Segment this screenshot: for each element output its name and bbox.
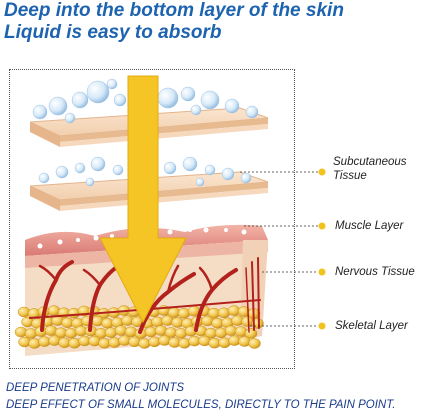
bubble <box>113 93 127 107</box>
bubble <box>37 243 43 249</box>
label-muscle-layer: Muscle Layer <box>335 220 404 232</box>
bubble <box>85 177 95 187</box>
bubble <box>204 164 216 176</box>
bubble <box>167 229 173 235</box>
bubble <box>93 235 99 241</box>
label-skeletal-layer: Skeletal Layer <box>335 320 408 332</box>
bubble <box>157 87 179 109</box>
label-nervous-tissue: Nervous Tissue <box>335 266 415 278</box>
bubble <box>38 172 50 184</box>
leader-lines <box>240 171 318 327</box>
bubble <box>221 167 235 181</box>
bubble <box>188 228 192 232</box>
bubble <box>245 105 259 119</box>
bubble <box>180 86 196 102</box>
bubble <box>190 104 202 116</box>
footer-line-2: DEEP EFFECT OF SMALL MOLECULES, DIRECTLY… <box>6 399 396 411</box>
bubble <box>32 104 48 120</box>
bubble <box>86 80 110 104</box>
bubble <box>71 91 89 109</box>
bubble <box>224 228 228 232</box>
bubble <box>203 227 209 233</box>
bubble <box>112 164 124 176</box>
bubble <box>106 78 118 90</box>
diagram-frame <box>9 69 295 369</box>
bubble <box>110 234 114 238</box>
bubble <box>240 172 252 184</box>
label-subcutaneous-line2: Tissue <box>333 170 367 182</box>
penetration-arrow <box>99 75 187 324</box>
bubble <box>200 90 220 110</box>
bubble <box>163 161 177 175</box>
bubble <box>55 165 69 179</box>
bubble <box>64 112 76 124</box>
bubble <box>57 239 63 245</box>
label-subcutaneous-line1: Subcutaneous <box>333 156 407 168</box>
leader-dots <box>318 168 326 330</box>
bubble <box>224 98 240 114</box>
bubble <box>74 162 86 174</box>
bubble <box>241 229 247 235</box>
headline-line-2: Liquid is easy to absorb <box>4 22 222 43</box>
absorption-bubbles <box>32 78 259 249</box>
label-subcutaneous-tissue: Subcutaneous Tissue <box>333 155 407 183</box>
bubble <box>90 156 106 172</box>
footer-line-1: DEEP PENETRATION OF JOINTS <box>6 382 185 394</box>
headline-line-1: Deep into the bottom layer of the skin <box>4 0 344 21</box>
bubble <box>182 156 198 172</box>
bubble <box>48 96 68 116</box>
bubble <box>195 177 205 187</box>
fat-globule <box>248 338 261 349</box>
bubble <box>76 238 80 242</box>
